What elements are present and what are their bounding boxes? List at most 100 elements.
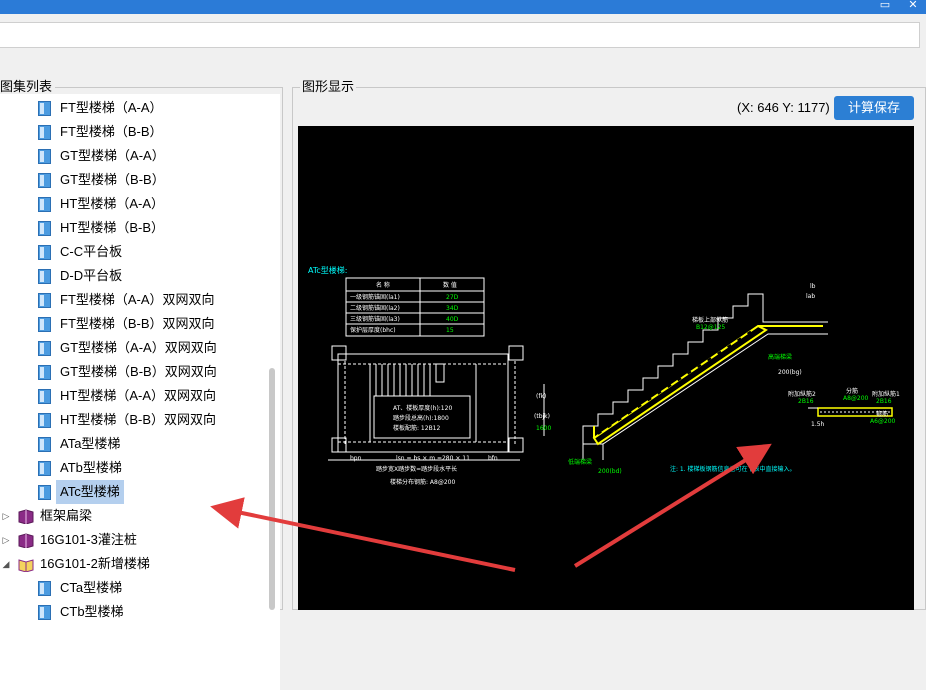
drawing-title: ATc型楼梯: — [308, 265, 347, 275]
tree-scrollbar[interactable] — [264, 94, 280, 690]
graphic-display-title: 图形显示 — [300, 79, 357, 94]
tree-item-label: FT型楼梯（A-A） — [60, 100, 163, 115]
tree-item-label: GT型楼梯（B-B）双网双向 — [60, 364, 217, 379]
tree-item[interactable]: FT型楼梯（A-A） — [0, 96, 262, 120]
section-label: lb — [810, 283, 816, 290]
table-header-name: 名 称 — [376, 281, 390, 289]
document-icon — [38, 100, 51, 116]
table-header-value: 数 值 — [443, 281, 457, 289]
tree-item-label: GT型楼梯（A-A） — [60, 148, 165, 163]
anchorage-table — [345, 277, 485, 337]
plan-side-dim: 1600 — [536, 425, 551, 432]
plan-side-dim: (fk) — [536, 393, 546, 400]
atlas-tree: FT型楼梯（A-A） FT型楼梯（B-B） GT型楼梯（A-A） GT型楼梯（B-B）… — [0, 94, 280, 690]
document-icon — [38, 220, 51, 236]
section-label: lab — [806, 293, 815, 300]
tree-item[interactable]: C-C平台板 — [0, 240, 262, 264]
tree-item-label: FT型楼梯（B-B） — [60, 124, 163, 139]
section-label: 梯板上部纵筋 — [692, 316, 728, 324]
tree-item[interactable]: GT型楼梯（B-B） — [0, 168, 262, 192]
tree-item-label: ATc型楼梯 — [56, 480, 124, 504]
table-row-value: 15 — [446, 327, 454, 334]
tree-item[interactable]: ATb型楼梯 — [0, 456, 262, 480]
document-icon — [38, 316, 51, 332]
plan-bottom-note: 踏步宽X踏步数=踏步段水平长 — [376, 465, 457, 473]
document-icon — [38, 196, 51, 212]
document-icon — [38, 364, 51, 380]
tree-item[interactable]: GT型楼梯（A-A） — [0, 144, 262, 168]
tree-item[interactable]: ▷ 框架扁梁 — [0, 504, 262, 528]
tree-item-label: FT型楼梯（B-B）双网双向 — [60, 316, 215, 331]
tree-item-label: GT型楼梯（B-B） — [60, 172, 165, 187]
expand-toggle-icon[interactable]: ◢ — [2, 559, 10, 569]
plan-bottom-note: 楼梯分布钢筋: A8@200 — [390, 478, 455, 486]
tree-item[interactable]: HT型楼梯（A-A） — [0, 192, 262, 216]
tree-item[interactable]: GT型楼梯（B-B）双网双向 — [0, 360, 262, 384]
atlas-list-panel: FT型楼梯（A-A） FT型楼梯（B-B） GT型楼梯（A-A） GT型楼梯（B-B）… — [0, 80, 283, 690]
atlas-list-title: 图集列表 — [0, 80, 56, 94]
path-input[interactable] — [0, 22, 920, 48]
tree-item[interactable]: ATc型楼梯 — [0, 480, 262, 504]
tree-item-label: GT型楼梯（A-A）双网双向 — [60, 340, 217, 355]
detail-label: A8@200 — [843, 395, 869, 402]
open-book-icon — [18, 556, 34, 573]
tree-item-label: ATa型楼梯 — [60, 436, 121, 451]
stair-plan-view — [328, 345, 545, 461]
tree-item[interactable]: ▷16G101-3灌注桩 — [0, 528, 262, 552]
tree-item-label: HT型楼梯（A-A） — [60, 196, 165, 211]
plan-note: AT、楼板厚度(h):120 — [393, 404, 452, 412]
tree-item[interactable]: HT型楼梯（B-B） — [0, 216, 262, 240]
book-icon — [18, 532, 34, 549]
section-label: 低端梯梁 — [568, 458, 592, 466]
tree-item[interactable]: FT型楼梯（B-B）双网双向 — [0, 312, 262, 336]
table-row-name: 三级钢筋锚固(la3) — [350, 315, 400, 323]
expand-toggle-icon[interactable]: ▷ — [2, 535, 10, 545]
plan-dim: lsn = bs × m =280 × 11 — [396, 455, 470, 462]
detail-label: 附加纵筋2 — [788, 390, 816, 398]
tree-item-label: C-C平台板 — [60, 244, 123, 259]
tree-item[interactable]: FT型楼梯（B-B） — [0, 120, 262, 144]
coordinate-readout: (X: 646 Y: 1177) — [737, 100, 830, 115]
tree-item-label: HT型楼梯（B-B）双网双向 — [60, 412, 217, 427]
plan-side-dim: (tbjk) — [534, 413, 550, 420]
section-label: 200(bd) — [598, 468, 622, 475]
tree-item[interactable]: D-D平台板 — [0, 264, 262, 288]
tree-item[interactable]: CTa型楼梯 — [0, 576, 262, 600]
tree-item-label: CTb型楼梯 — [60, 604, 124, 619]
detail-label: A6@200 — [870, 418, 896, 425]
tree-item[interactable]: FT型楼梯（A-A）双网双向 — [0, 288, 262, 312]
panel-splitter[interactable] — [283, 80, 292, 610]
tree-item-label: HT型楼梯（B-B） — [60, 220, 165, 235]
tree-item-label: D-D平台板 — [60, 268, 123, 283]
document-icon — [38, 268, 51, 284]
detail-label: 1.5h — [811, 421, 825, 428]
document-icon — [38, 580, 51, 596]
detail-label: 箍筋 — [876, 410, 888, 418]
drawing-canvas[interactable]: ATc型楼梯: 名 称 数 值 一级钢筋锚固(la1) 27D 二级钢筋锚固(l… — [298, 126, 914, 610]
tree-item[interactable]: ◢16G101-2新增楼梯 — [0, 552, 262, 576]
close-button[interactable]: ✕ — [908, 0, 918, 11]
calculate-save-button[interactable]: 计算保存 — [834, 96, 914, 120]
tree-item-label: 框架扁梁 — [40, 508, 93, 523]
document-icon — [38, 484, 51, 500]
table-row-value: 40D — [446, 316, 459, 323]
section-label: 高端梯梁 — [768, 353, 792, 361]
detail-label: 2B16 — [876, 398, 892, 405]
detail-label: 2B16 — [798, 398, 814, 405]
plan-note: 踏步段总高(h):1800 — [393, 414, 449, 422]
tree-item[interactable]: HT型楼梯（B-B）双网双向 — [0, 408, 262, 432]
tree-item[interactable]: CTb型楼梯 — [0, 600, 262, 624]
document-icon — [38, 412, 51, 428]
document-icon — [38, 292, 51, 308]
plan-note: 楼板配筋: 12B12 — [393, 424, 440, 432]
tree-scroll-thumb[interactable] — [269, 368, 275, 610]
tree-item[interactable]: GT型楼梯（A-A）双网双向 — [0, 336, 262, 360]
expand-toggle-icon[interactable]: ▷ — [2, 511, 10, 521]
tree-item-label: CTa型楼梯 — [60, 580, 123, 595]
tree-item[interactable]: HT型楼梯（A-A）双网双向 — [0, 384, 262, 408]
tree-item[interactable]: ATa型楼梯 — [0, 432, 262, 456]
maximize-button[interactable]: ▭ — [879, 0, 891, 11]
tree-item-label: HT型楼梯（A-A）双网双向 — [60, 388, 217, 403]
plan-dim: bfn — [488, 455, 498, 462]
document-icon — [38, 124, 51, 140]
